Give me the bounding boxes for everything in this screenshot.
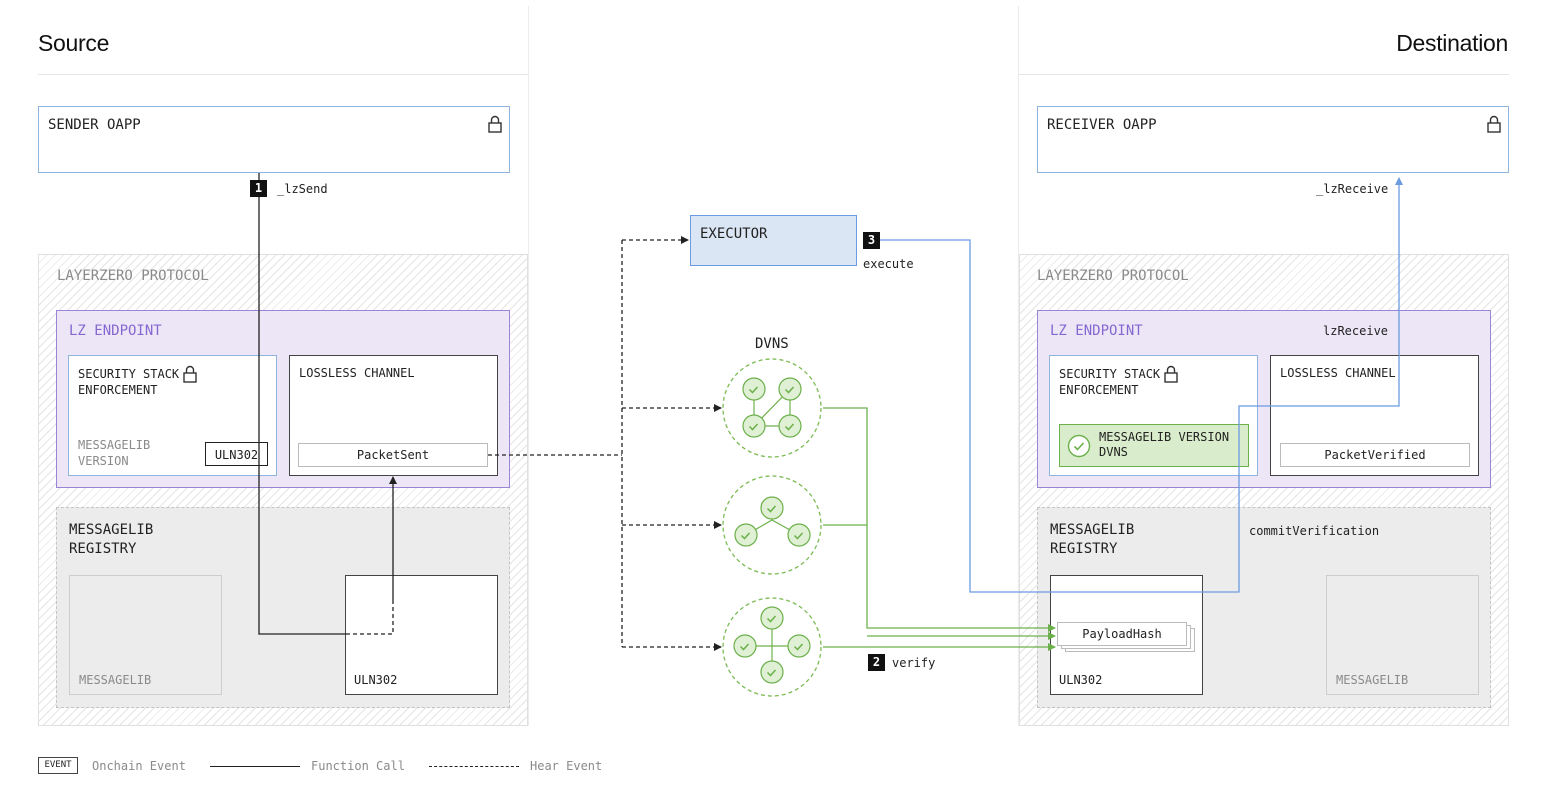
packet-sent-event: PacketSent — [298, 443, 488, 467]
step-1-badge: 1 — [250, 180, 267, 197]
check-circle-icon — [734, 496, 811, 547]
destination-msglib-card-label: MESSAGELIB — [1336, 673, 1409, 687]
lzreceive-label: _lzReceive — [1316, 182, 1389, 196]
destination-uln-card-label: ULN302 — [1059, 673, 1103, 687]
lock-icon — [488, 115, 502, 133]
destination-header: Destination — [1396, 30, 1508, 56]
source-msglib-version: MESSAGELIB VERSION — [78, 438, 151, 468]
dvn-node-3[interactable] — [722, 597, 822, 697]
dvn-node-1[interactable] — [722, 358, 822, 458]
sender-oapp-box: SENDER OAPP — [38, 106, 510, 173]
source-security-title: SECURITY STACK ENFORCEMENT — [78, 367, 180, 397]
header-underline-right — [1019, 74, 1509, 75]
verified-msglib-text: MESSAGELIB VERSION DVNS — [1099, 430, 1230, 459]
destination-endpoint-fn: lzReceive — [1323, 324, 1389, 338]
source-registry-title: MESSAGELIB REGISTRY — [69, 522, 154, 557]
step-1-label: _lzSend — [277, 182, 328, 196]
destination-lossless-channel: LOSSLESS CHANNEL PacketVerified — [1270, 355, 1479, 476]
step-3-label: execute — [863, 257, 914, 271]
column-divider-left — [528, 6, 529, 726]
execute-flow-line — [880, 177, 1403, 593]
dvns-label: DVNS — [755, 336, 789, 352]
source-security-stack: SECURITY STACK ENFORCEMENT MESSAGELIB VE… — [68, 355, 277, 476]
source-lossless-title: LOSSLESS CHANNEL — [299, 366, 415, 380]
step-2-label: verify — [892, 656, 936, 670]
destination-endpoint-label: LZ ENDPOINT — [1050, 323, 1143, 339]
source-msglib-card-label: MESSAGELIB — [79, 673, 152, 687]
legend-function-line — [210, 766, 300, 767]
receiver-oapp-title: RECEIVER OAPP — [1047, 117, 1157, 133]
legend-event-tag: EVENT — [38, 757, 78, 774]
source-uln-tag: ULN302 — [205, 442, 268, 466]
lock-icon — [1164, 365, 1178, 383]
receiver-oapp-box: RECEIVER OAPP — [1037, 106, 1509, 173]
legend-function-label: Function Call — [311, 759, 405, 773]
destination-msglib-card: MESSAGELIB — [1326, 575, 1479, 695]
executor-label: EXECUTOR — [700, 226, 768, 242]
lock-icon — [1487, 115, 1501, 133]
destination-registry-title: MESSAGELIB REGISTRY — [1050, 522, 1135, 557]
check-circle-icon — [733, 606, 811, 684]
check-circle-icon — [742, 377, 802, 438]
destination-protocol-label: LAYERZERO PROTOCOL — [1037, 268, 1189, 284]
sender-oapp-title: SENDER OAPP — [48, 117, 141, 133]
lzsend-call-line — [258, 173, 346, 635]
source-protocol-label: LAYERZERO PROTOCOL — [57, 268, 209, 284]
legend-onchain-label: Onchain Event — [92, 759, 186, 773]
destination-security-stack: SECURITY STACK ENFORCEMENT MESSAGELIB VE… — [1049, 355, 1258, 476]
source-lossless-channel: LOSSLESS CHANNEL PacketSent — [289, 355, 498, 476]
packet-sent-fanout — [488, 236, 722, 651]
legend-hear-line — [429, 766, 519, 767]
legend-hear-label: Hear Event — [530, 759, 603, 773]
check-circle-icon — [1067, 434, 1091, 458]
destination-lossless-title: LOSSLESS CHANNEL — [1280, 366, 1396, 380]
source-registry: MESSAGELIB REGISTRY MESSAGELIB ULN302 — [56, 507, 510, 708]
step-2-badge: 2 — [868, 654, 885, 671]
commit-verification-label: commitVerification — [1249, 524, 1380, 538]
payload-hash: PayloadHash — [1057, 622, 1187, 646]
source-uln-card-label: ULN302 — [354, 673, 398, 687]
executor-box[interactable]: EXECUTOR — [690, 215, 857, 266]
dvn-node-2[interactable] — [722, 475, 822, 575]
column-divider-right — [1018, 6, 1019, 726]
source-msglib-card: MESSAGELIB — [69, 575, 222, 695]
packet-sent-hear-line — [346, 600, 394, 635]
source-endpoint-label: LZ ENDPOINT — [69, 323, 162, 339]
packet-verified-event: PacketVerified — [1280, 443, 1470, 467]
header-underline-left — [38, 74, 528, 75]
destination-security-title: SECURITY STACK ENFORCEMENT — [1059, 367, 1161, 397]
verify-flow-lines — [823, 407, 1056, 651]
lock-icon — [183, 365, 197, 383]
source-header: Source — [38, 30, 110, 56]
step-3-badge: 3 — [863, 232, 880, 249]
verified-msglib-box: MESSAGELIB VERSION DVNS — [1059, 424, 1249, 467]
source-uln-card: ULN302 — [345, 575, 498, 695]
